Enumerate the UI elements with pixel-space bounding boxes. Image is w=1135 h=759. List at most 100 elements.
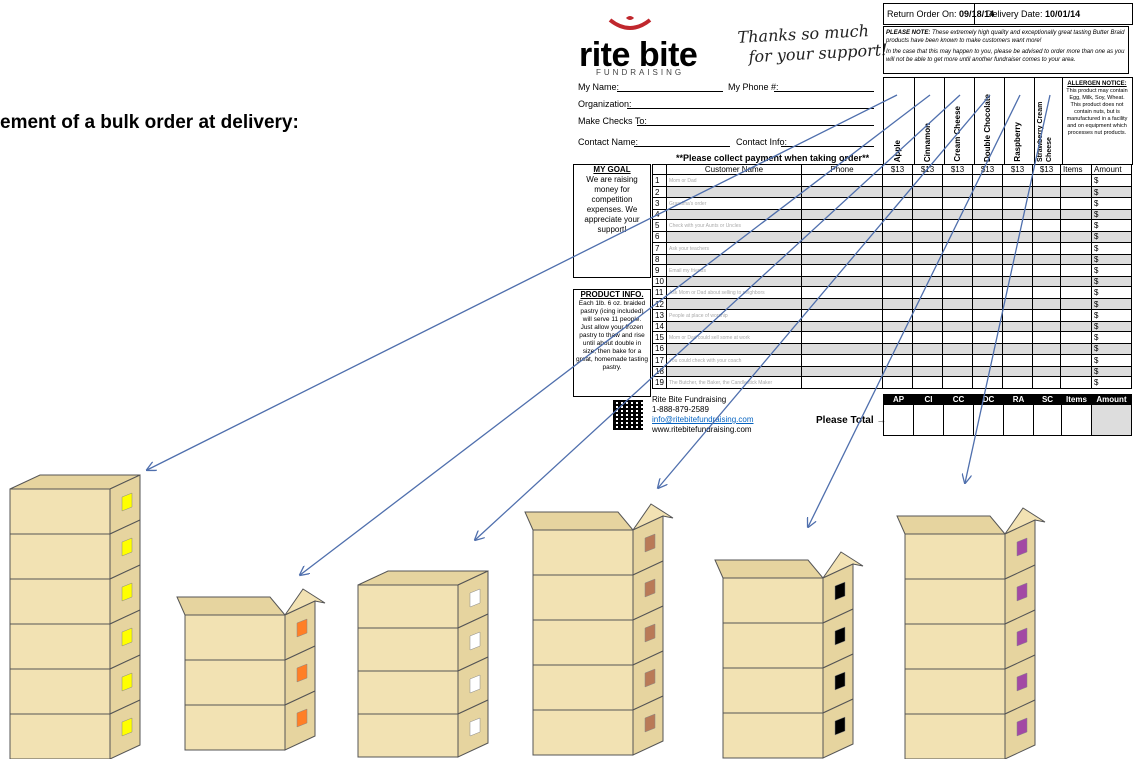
quantity-cell[interactable] [1002,320,1033,333]
phone-cell[interactable] [801,286,883,300]
items-cell[interactable] [1060,298,1092,310]
customer-name-cell[interactable] [666,253,802,265]
customer-name-cell[interactable] [666,298,802,310]
quantity-cell[interactable] [1032,219,1061,233]
items-cell[interactable] [1060,186,1092,198]
items-cell[interactable] [1060,196,1092,210]
phone-cell[interactable] [801,253,883,265]
quantity-cell[interactable] [1002,331,1033,345]
phone-cell[interactable] [801,219,883,233]
items-cell[interactable] [1060,263,1092,277]
quantity-cell[interactable] [1032,253,1061,265]
quantity-cell[interactable] [942,331,973,345]
phone-cell[interactable] [801,365,883,377]
quantity-cell[interactable] [942,298,973,310]
quantity-cell[interactable] [912,253,943,265]
quantity-cell[interactable] [912,331,943,345]
quantity-cell[interactable] [1002,186,1033,198]
quantity-cell[interactable] [972,320,1003,333]
quantity-cell[interactable] [912,343,943,355]
items-cell[interactable] [1060,286,1092,300]
quantity-cell[interactable] [882,263,913,277]
customer-name-cell[interactable] [666,320,802,333]
customer-name-cell[interactable]: Mom or Dad could sell some at work [666,331,802,345]
quantity-cell[interactable] [972,208,1003,221]
quantity-cell[interactable] [912,263,943,277]
quantity-cell[interactable] [972,219,1003,233]
quantity-cell[interactable] [1002,375,1033,389]
phone-cell[interactable] [801,298,883,310]
quantity-cell[interactable] [882,298,913,310]
quantity-cell[interactable] [972,375,1003,389]
amount-cell[interactable]: $ [1091,343,1132,355]
quantity-cell[interactable] [1002,343,1033,355]
quantity-cell[interactable] [942,208,973,221]
amount-cell[interactable]: $ [1091,174,1132,188]
quantity-cell[interactable] [882,365,913,377]
quantity-cell[interactable] [882,174,913,188]
phone-cell[interactable] [801,196,883,210]
quantity-cell[interactable] [942,196,973,210]
quantity-cell[interactable] [882,253,913,265]
quantity-cell[interactable] [882,208,913,221]
customer-name-cell[interactable]: Mom or Dad [666,174,802,188]
quantity-cell[interactable] [912,186,943,198]
items-cell[interactable] [1060,174,1092,188]
total-cell[interactable] [883,404,914,437]
quantity-cell[interactable] [882,331,913,345]
amount-cell[interactable]: $ [1091,286,1132,300]
items-cell[interactable] [1060,231,1092,243]
phone-cell[interactable] [801,331,883,345]
quantity-cell[interactable] [1032,353,1061,367]
quantity-cell[interactable] [1032,231,1061,243]
total-cell[interactable] [1003,404,1034,437]
amount-cell[interactable]: $ [1091,308,1132,322]
amount-cell[interactable]: $ [1091,186,1132,198]
contact-info-field[interactable] [781,136,874,147]
amount-cell[interactable]: $ [1091,241,1132,255]
amount-cell[interactable]: $ [1091,208,1132,221]
items-cell[interactable] [1060,253,1092,265]
items-cell[interactable] [1060,375,1092,389]
quantity-cell[interactable] [1032,286,1061,300]
quantity-cell[interactable] [942,186,973,198]
quantity-cell[interactable] [1002,298,1033,310]
customer-name-cell[interactable] [666,208,802,221]
customer-name-cell[interactable]: Email my friends [666,263,802,277]
items-cell[interactable] [1060,241,1092,255]
quantity-cell[interactable] [942,231,973,243]
quantity-cell[interactable] [942,275,973,288]
quantity-cell[interactable] [912,375,943,389]
footer-website[interactable]: www.ritebitefundraising.com [652,425,752,434]
quantity-cell[interactable] [972,253,1003,265]
quantity-cell[interactable] [1032,174,1061,188]
quantity-cell[interactable] [942,174,973,188]
quantity-cell[interactable] [882,286,913,300]
quantity-cell[interactable] [1032,196,1061,210]
amount-cell[interactable]: $ [1091,353,1132,367]
quantity-cell[interactable] [972,308,1003,322]
quantity-cell[interactable] [1032,365,1061,377]
quantity-cell[interactable] [942,263,973,277]
quantity-cell[interactable] [942,253,973,265]
quantity-cell[interactable] [882,353,913,367]
total-cell[interactable] [1061,404,1092,437]
quantity-cell[interactable] [912,365,943,377]
quantity-cell[interactable] [912,174,943,188]
phone-cell[interactable] [801,320,883,333]
total-cell[interactable] [973,404,1004,437]
quantity-cell[interactable] [1032,263,1061,277]
customer-name-cell[interactable]: The Butcher, the Baker, the Candlestick … [666,375,802,389]
quantity-cell[interactable] [912,275,943,288]
phone-cell[interactable] [801,263,883,277]
quantity-cell[interactable] [1002,275,1033,288]
phone-cell[interactable] [801,275,883,288]
contact-name-field[interactable] [634,136,730,147]
customer-name-cell[interactable]: Grandma's order [666,196,802,210]
quantity-cell[interactable] [912,219,943,233]
total-cell[interactable] [1091,404,1132,437]
customer-name-cell[interactable]: People at place of worship [666,308,802,322]
quantity-cell[interactable] [972,275,1003,288]
quantity-cell[interactable] [1032,375,1061,389]
phone-cell[interactable] [801,174,883,188]
